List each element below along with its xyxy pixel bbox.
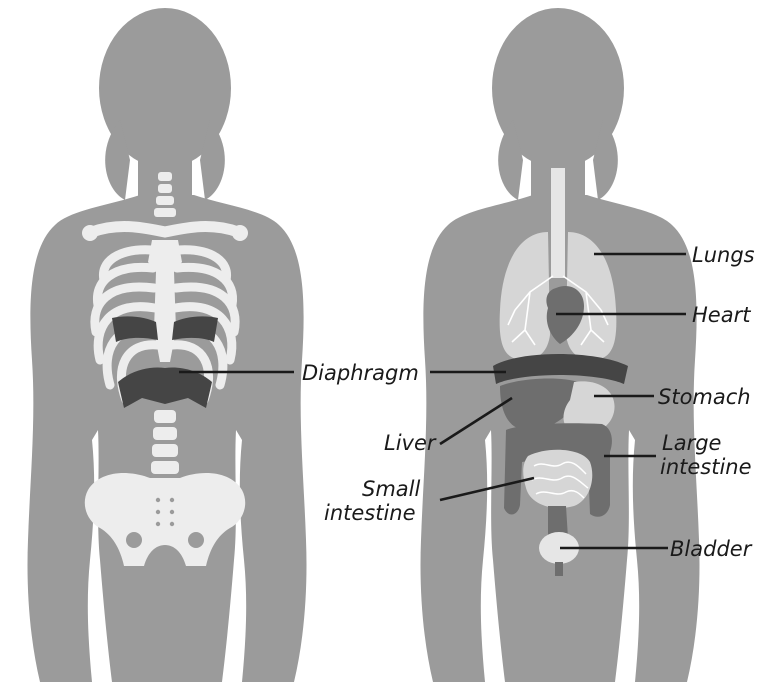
diaphragm-left bbox=[118, 368, 212, 408]
label-lungs: Lungs bbox=[692, 243, 755, 267]
label-large-intestine-line1: Large bbox=[662, 431, 721, 455]
label-heart: Heart bbox=[692, 303, 751, 327]
urethra bbox=[555, 562, 563, 576]
label-small-intestine-line2: intestine bbox=[324, 501, 416, 525]
label-liver: Liver bbox=[384, 431, 437, 455]
trachea bbox=[551, 168, 565, 278]
label-large-intestine-line2: intestine bbox=[660, 455, 752, 479]
right-body-silhouette bbox=[421, 8, 700, 682]
organs-figure bbox=[421, 8, 700, 682]
label-stomach: Stomach bbox=[658, 385, 751, 409]
clavicles bbox=[92, 227, 238, 232]
skeleton-figure bbox=[28, 8, 307, 682]
label-small-intestine-line1: Small bbox=[362, 477, 420, 501]
label-diaphragm: Diaphragm bbox=[302, 361, 419, 385]
label-bladder: Bladder bbox=[670, 537, 753, 561]
